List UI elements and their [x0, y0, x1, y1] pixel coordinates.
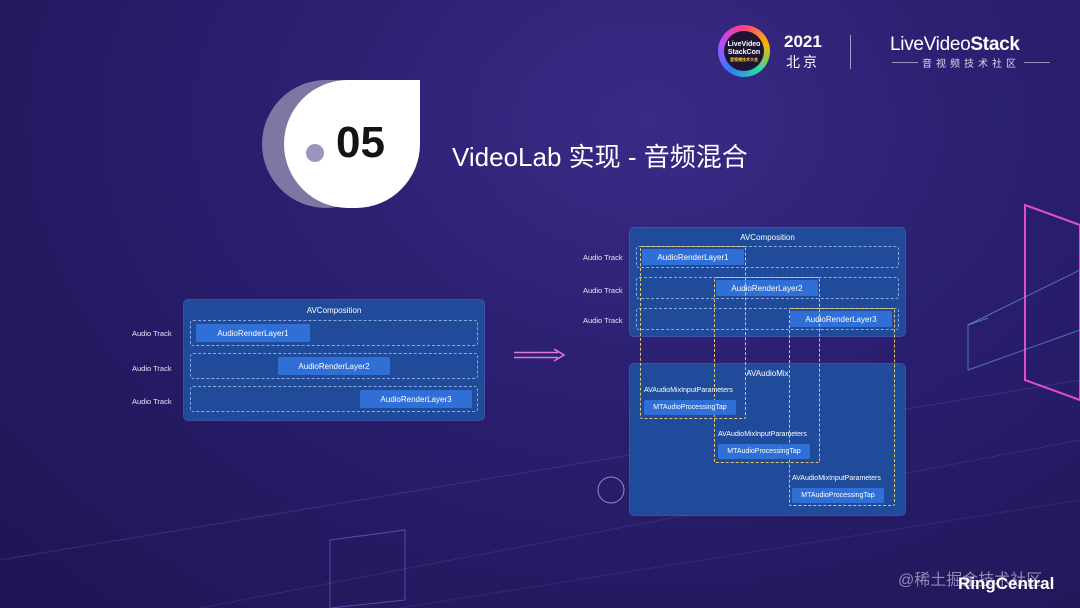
- processing-tap-3: MTAudioProcessingTap: [792, 488, 884, 503]
- right-track-label-2: Audio Track: [583, 286, 623, 295]
- left-layer-2: AudioRenderLayer2: [278, 357, 390, 375]
- processing-tap-2: MTAudioProcessingTap: [718, 444, 810, 459]
- right-layer-2: AudioRenderLayer2: [716, 280, 818, 296]
- right-layer-1: AudioRenderLayer1: [642, 249, 744, 265]
- left-composition-title: AVComposition: [306, 306, 362, 315]
- event-year: 2021: [784, 32, 822, 51]
- brand-subtitle-line: [1024, 62, 1050, 63]
- right-arrow-icon: [514, 348, 566, 362]
- left-track-label-2: Audio Track: [132, 364, 172, 373]
- logo-line2: StackCon: [727, 48, 761, 56]
- left-layer-3: AudioRenderLayer3: [360, 390, 472, 408]
- brand-subtitle: 音视频技术社区: [892, 55, 1050, 70]
- processing-tap-1: MTAudioProcessingTap: [644, 400, 736, 415]
- section-number: 05: [336, 118, 385, 167]
- left-layer-1: AudioRenderLayer1: [196, 324, 310, 342]
- section-badge-dot: [306, 144, 324, 162]
- right-layer-3: AudioRenderLayer3: [790, 311, 892, 327]
- mix-params-1: AVAudioMixInputParameters: [644, 387, 733, 394]
- right-track-label-1: Audio Track: [583, 253, 623, 262]
- event-city: 北京: [786, 54, 820, 70]
- mix-connector-1: [640, 246, 746, 419]
- logo-sub: 音视频技术大会: [730, 56, 758, 62]
- brand-name-a: LiveVideo: [890, 34, 971, 55]
- left-track-label-1: Audio Track: [132, 329, 172, 338]
- brand-subtitle-text: 音视频技术社区: [922, 59, 1020, 70]
- mix-connector-3: [789, 308, 895, 506]
- watermark: @稀土掘金技术社区: [898, 572, 1043, 589]
- mix-connector-2: [714, 277, 820, 463]
- left-track-row-3: [190, 386, 478, 412]
- logo-line1: LiveVideo: [727, 40, 761, 48]
- left-composition-panel: AVComposition AudioRenderLayer1 AudioRen…: [184, 300, 484, 420]
- audio-mix-title: AVAudioMix: [746, 369, 789, 378]
- ringcentral-logo: RingCentral: [958, 574, 1055, 593]
- right-composition-panel: AVComposition AudioRenderLayer1 AudioRen…: [630, 228, 905, 336]
- right-composition-title: AVComposition: [740, 233, 795, 242]
- livevideo-logo-icon: LiveVideo StackCon 音视频技术大会: [718, 25, 770, 77]
- mix-params-3: AVAudioMixInputParameters: [792, 475, 881, 482]
- right-track-row-1: [636, 246, 899, 268]
- brand-name: LiveVideoStack: [890, 34, 1020, 56]
- brand-name-b: Stack: [970, 34, 1020, 55]
- left-track-label-3: Audio Track: [132, 397, 172, 406]
- header-divider: [850, 35, 851, 69]
- left-track-row-1: [190, 320, 478, 346]
- brand-subtitle-line: [892, 62, 918, 63]
- right-track-row-3: [636, 308, 899, 330]
- slide-title: VideoLab 实现 - 音频混合: [452, 142, 748, 172]
- left-track-row-2: [190, 353, 478, 379]
- section-badge: [284, 80, 420, 208]
- right-track-label-3: Audio Track: [583, 316, 623, 325]
- mix-params-2: AVAudioMixInputParameters: [718, 431, 807, 438]
